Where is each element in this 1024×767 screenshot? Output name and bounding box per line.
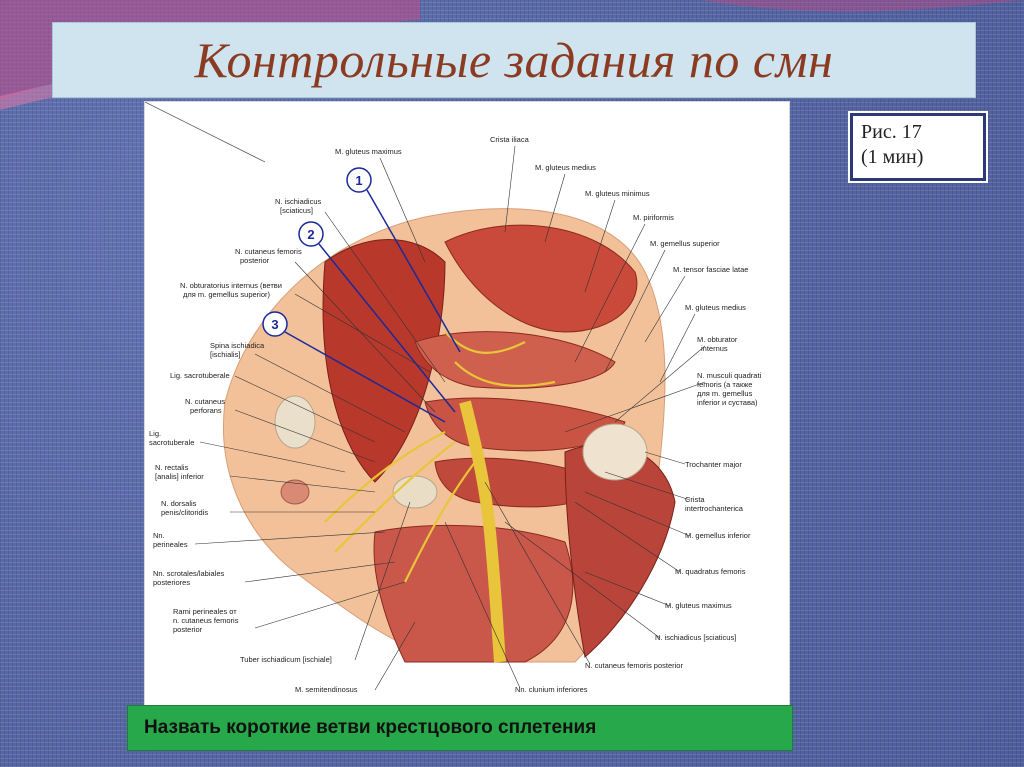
- anatomy-illustration: 1 2 3 M. gluteus maximus N. ischiadicus …: [145, 102, 762, 694]
- marker-3-leader: [284, 331, 446, 423]
- label-right: для m. gemellus: [697, 389, 753, 398]
- labels-left: M. gluteus maximus N. ischiadicus [sciat…: [149, 147, 402, 694]
- label-left: posterior: [240, 256, 270, 265]
- label-right: inferior и сустава): [697, 398, 758, 407]
- marker-1-circle: [346, 167, 372, 193]
- label-left: N. cutaneus femoris: [235, 247, 302, 256]
- label-right: M. gluteus maximus: [665, 601, 732, 610]
- label-right: internus: [701, 344, 728, 353]
- figure-callout: Рис. 17 (1 мин): [848, 111, 988, 183]
- label-right: N. cutaneus femoris posterior: [585, 661, 683, 670]
- marker-2-circle: [298, 221, 324, 247]
- label-left: [analis] inferior: [155, 472, 204, 481]
- label-right: Crista: [685, 495, 705, 504]
- label-right: N. ischiadicus [sciaticus]: [655, 633, 736, 642]
- label-right: M. quadratus femoris: [675, 567, 746, 576]
- figure-number: Рис. 17: [861, 121, 922, 143]
- label-right: M. gluteus medius: [535, 163, 596, 172]
- label-left: [sciaticus]: [280, 206, 313, 215]
- label-left: Tuber ischiadicum [ischiale]: [240, 655, 332, 664]
- muscle-piriformis: [414, 331, 616, 389]
- anus-region: [280, 479, 310, 505]
- label-left: [ischialis]: [210, 350, 240, 359]
- label-right: Nn. clunium inferiores: [515, 685, 588, 694]
- label-right: Trochanter major: [685, 460, 742, 469]
- label-left: N. obturatorius internus (ветви: [180, 281, 282, 290]
- tuber-ischiadicum: [392, 475, 438, 509]
- label-left: Spina ischiadica: [210, 341, 265, 350]
- leader-lines: [145, 102, 706, 691]
- label-left: M. semitendinosus: [295, 685, 358, 694]
- label-left: Lig.: [149, 429, 161, 438]
- label-left: posterior: [173, 625, 203, 634]
- title-bar: Контрольные задания по смн: [52, 22, 976, 98]
- label-left: Rami perineales от: [173, 607, 237, 616]
- label-left: для m. gemellus superior): [183, 290, 271, 299]
- label-left: n. cutaneus femoris: [173, 616, 239, 625]
- marker-3: 3: [271, 317, 278, 332]
- label-right: N. musculi quadrati: [697, 371, 762, 380]
- labels-right: Crista iliaca M. gluteus medius M. glute…: [490, 135, 762, 694]
- time-limit: (1 мин): [861, 146, 924, 168]
- slide-title: Контрольные задания по смн: [194, 32, 834, 88]
- sacrum-bone: [274, 395, 316, 449]
- label-left: Lig. sacrotuberale: [170, 371, 230, 380]
- task-box: Назвать короткие ветви крестцового сплет…: [127, 705, 793, 751]
- label-left: perineales: [153, 540, 188, 549]
- label-left: N. rectalis: [155, 463, 189, 472]
- muscle-thigh: [373, 524, 574, 663]
- nerve-ischiadicus: [459, 400, 506, 663]
- label-right: femoris (а также: [697, 380, 752, 389]
- label-right: Crista iliaca: [490, 135, 530, 144]
- label-right: M. tensor fasciae latae: [673, 265, 748, 274]
- label-left: Nn.: [153, 531, 165, 540]
- label-left: penis/clitoridis: [161, 508, 208, 517]
- label-right: M. gluteus minimus: [585, 189, 650, 198]
- muscle-gluteus-maximus: [322, 239, 446, 483]
- label-left: perforans: [190, 406, 222, 415]
- label-right: M. gemellus inferior: [685, 531, 751, 540]
- label-left: Nn. scrotales/labiales: [153, 569, 225, 578]
- label-left: sacrotuberale: [149, 438, 194, 447]
- label-left: N. cutaneus: [185, 397, 225, 406]
- marker-3-circle: [262, 311, 288, 337]
- trochanter-major: [582, 423, 648, 481]
- label-left: M. gluteus maximus: [335, 147, 402, 156]
- anatomy-figure: 1 2 3 M. gluteus maximus N. ischiadicus …: [144, 101, 790, 711]
- label-left: posteriores: [153, 578, 190, 587]
- label-right: M. gluteus medius: [685, 303, 746, 312]
- label-right: M. gemellus superior: [650, 239, 720, 248]
- label-right: M. piriformis: [633, 213, 674, 222]
- marker-1-leader: [366, 189, 461, 353]
- muscle-gluteus-medius: [444, 224, 638, 333]
- label-left: N. ischiadicus: [275, 197, 322, 206]
- marker-2-leader: [318, 243, 456, 413]
- marker-1: 1: [355, 173, 362, 188]
- marker-2: 2: [307, 227, 314, 242]
- label-right: M. obturator: [697, 335, 738, 344]
- nerve-branches: [324, 331, 556, 583]
- task-text: Назвать короткие ветви крестцового сплет…: [144, 717, 597, 738]
- label-right: intertrochanterica: [685, 504, 744, 513]
- label-left: N. dorsalis: [161, 499, 197, 508]
